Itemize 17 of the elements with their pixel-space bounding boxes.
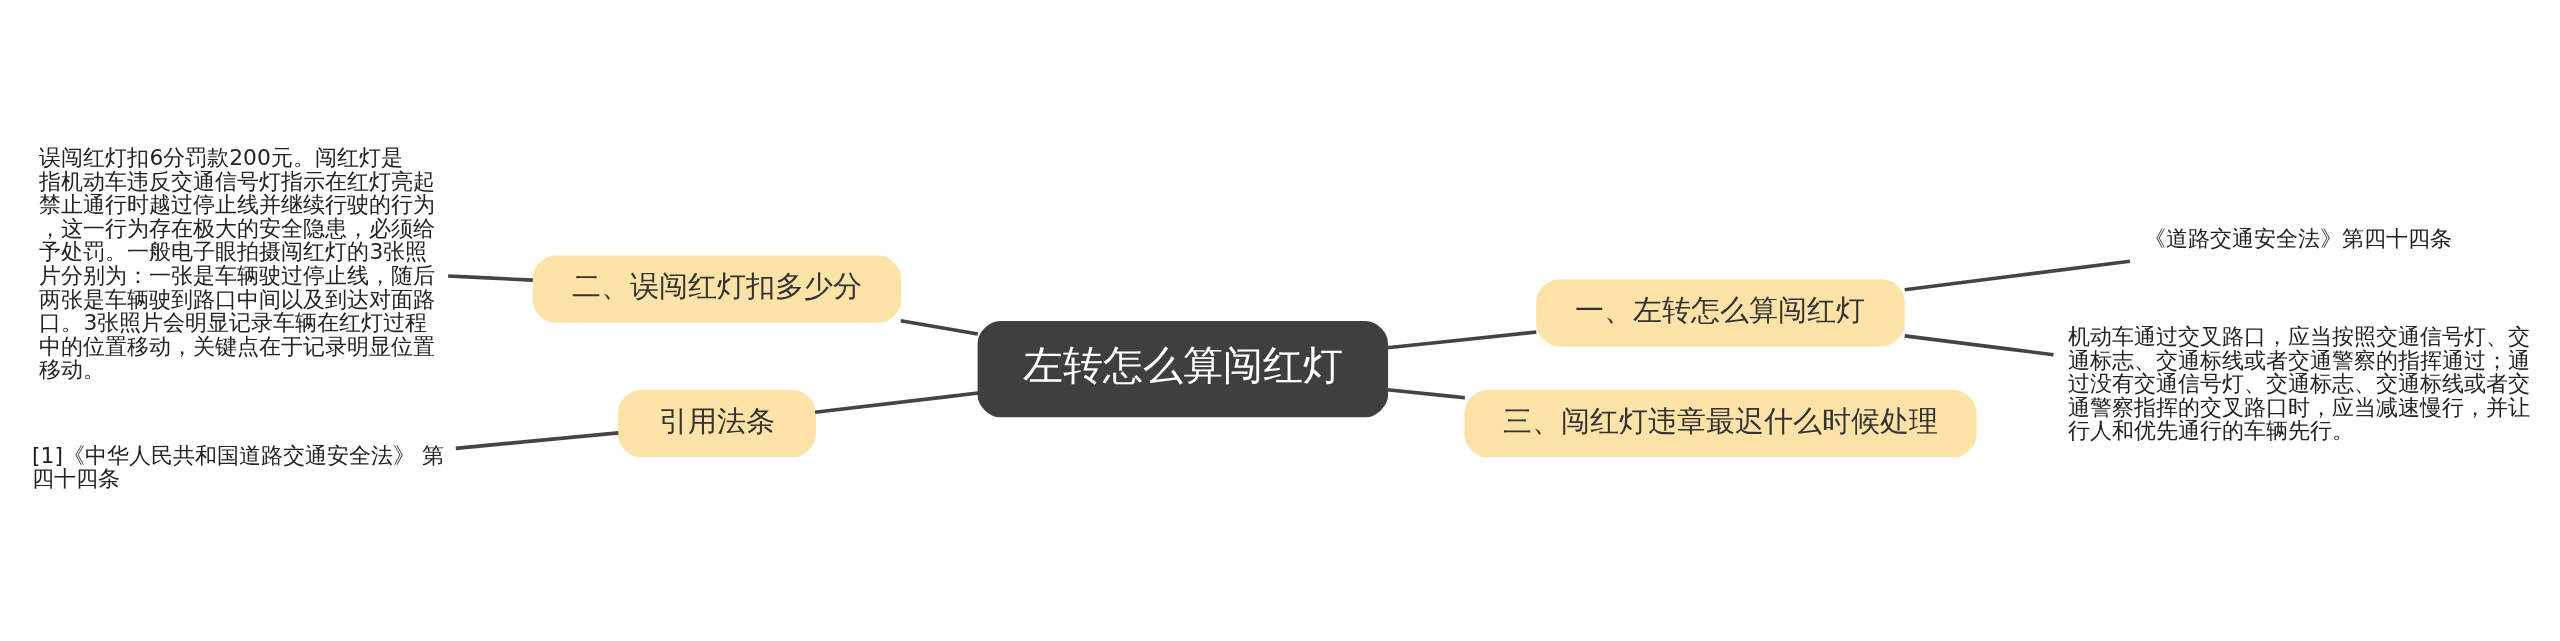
node-box: 三、闯红灯违章最迟什么时候处理 xyxy=(1464,389,1977,457)
connector xyxy=(1904,258,2131,292)
node-text: [1]《中华人民共和国道路交通安全法》 第四十四条 xyxy=(32,442,444,491)
node-box: 左转怎么算闯红灯 xyxy=(977,320,1389,417)
connector xyxy=(900,318,979,336)
node-text: 误闯红灯扣6分罚款200元。闯红灯是指机动车违反交通信号灯指示在红灯亮起禁止通行时越过停止线并继续行驶的行为，这一行为存在极大的安全隐患，必须给予处罚。一般电子眼拍摄闯红灯的3张照片分别为：一张是车辆驶过停止线，随后两张是车辆驶到路口中间以及到达对面路口。3张照片会明显记录车辆在红灯过程中的位置移动，关键点在于记录明显位置移动。 xyxy=(39,144,436,382)
node-box: 引用法条 xyxy=(617,389,816,457)
node-text: 机动车通过交叉路口，应当按照交通信号灯、交通标志、交通标线或者交通警察的指挥通过；通过没有交通信号灯、交通标志、交通标线或者交通警察指挥的交叉路口时，应当减速慢行，并让行人和优先通行的车辆先行。 xyxy=(2068,323,2531,443)
connector xyxy=(448,273,533,282)
node-box: 二、误闯红灯扣多少分 xyxy=(532,255,902,323)
node-box: 一、左转怎么算闯红灯 xyxy=(1536,278,1905,346)
connector xyxy=(1904,333,2054,357)
node-text: 《道路交通安全法》第四十四条 xyxy=(2144,225,2453,251)
connector xyxy=(1387,387,1466,400)
connector xyxy=(814,390,979,414)
connector xyxy=(455,430,619,450)
connector xyxy=(1387,329,1537,350)
